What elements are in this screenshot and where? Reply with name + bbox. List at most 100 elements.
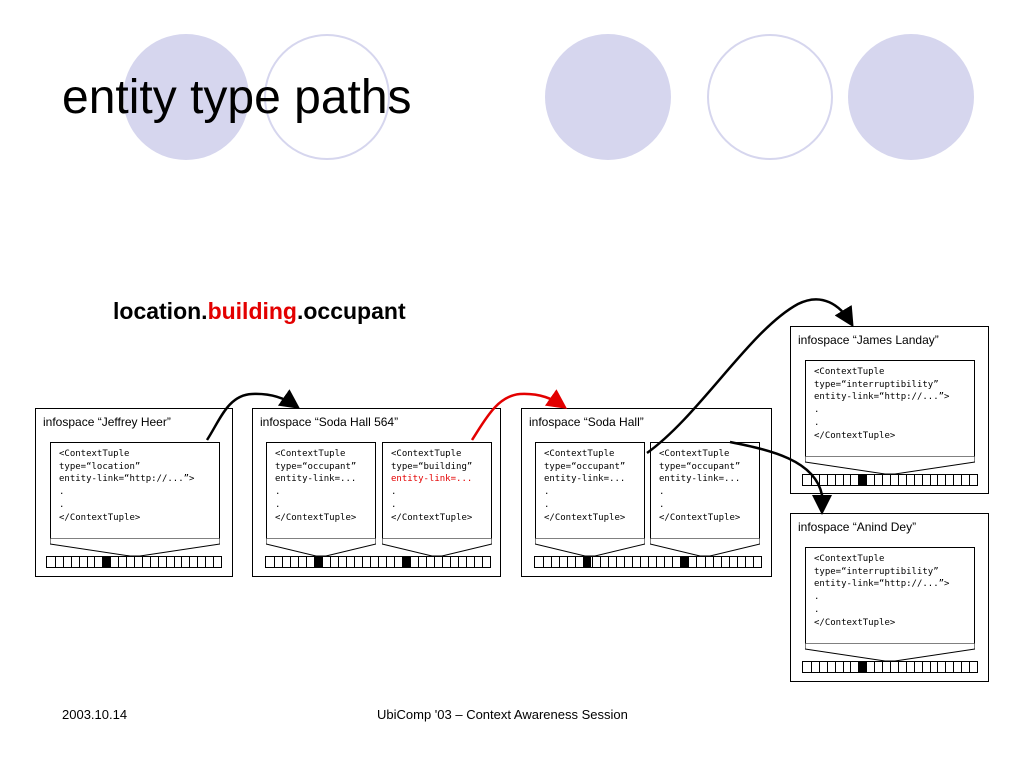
tuple-text: <ContextTuple type=“location” entity-lin… [59,449,195,523]
tuple-strip [534,556,762,568]
strip-cell [134,557,142,567]
strip-cell [969,662,977,672]
strip-cell [599,557,608,567]
strip-cell [442,557,450,567]
strip-cell [961,475,969,485]
decor-circle-4 [707,34,833,160]
infospace-jeffrey-heer: infospace “Jeffrey Heer” <ContextTuple t… [35,408,233,577]
strip-cell [929,475,938,485]
strip-cell [418,557,426,567]
strip-cell [149,557,158,567]
strip-cell [921,475,930,485]
strip-cell [704,557,713,567]
strip-cell [826,662,835,672]
strip-cell [882,662,890,672]
strip-cell [639,557,648,567]
slide-title: entity type paths [62,71,412,124]
strip-cell [205,557,213,567]
tuple-strip [265,556,491,568]
strip-cell [402,557,410,567]
strip-cell [173,557,182,567]
strip-cell [362,557,370,567]
path-prefix: location. [113,298,208,324]
tuple-text: <ContextTuple type=“occupant” entity-lin… [659,449,741,523]
infospace-anind-dey: infospace “Anind Dey” <ContextTuple type… [790,513,989,682]
strip-cell [54,557,63,567]
strip-cell [953,662,961,672]
strip-cell [189,557,197,567]
strip-cell [583,557,592,567]
strip-cell [274,557,282,567]
strip-cell [330,557,338,567]
context-tuple: <ContextTuple type=“occupant” entity-lin… [650,442,760,539]
strip-cell [897,662,906,672]
strip-cell [882,475,890,485]
strip-cell [696,557,704,567]
infospace-label: infospace “Jeffrey Heer” [43,415,171,429]
tuple-text: <ContextTuple type=“interruptibility” en… [814,554,950,628]
strip-cell [728,557,737,567]
strip-cell [826,475,835,485]
infospace-james-landay: infospace “James Landay” <ContextTuple t… [790,326,989,494]
context-tuple: <ContextTuple type=“building” entity-lin… [382,442,492,539]
strip-cell [126,557,134,567]
strip-cell [866,475,874,485]
strip-cell [969,475,977,485]
strip-cell [913,475,922,485]
strip-cell [623,557,632,567]
strip-cell [866,662,874,672]
context-tuple: <ContextTuple type=“interruptibility” en… [805,360,975,457]
strip-cell [810,662,819,672]
strip-cell [688,557,696,567]
strip-cell [874,475,882,485]
tuple-strip [802,661,978,673]
strip-cell [70,557,79,567]
strip-cell [322,557,330,567]
infospace-soda-hall: infospace “Soda Hall” <ContextTuple type… [521,408,772,577]
strip-cell [890,662,898,672]
context-tuple: <ContextTuple type=“occupant” entity-lin… [266,442,376,539]
strip-cell [664,557,672,567]
strip-cell [197,557,205,567]
path-suffix: .occupant [296,298,406,324]
strip-cell [551,557,559,567]
path-expression: location.building.occupant [113,298,406,325]
link-arrow-sodahall-to-dey [729,440,832,515]
tuple-text: <ContextTuple type=“building” entity-lin… [391,449,473,523]
strip-cell [961,662,969,672]
strip-cell [752,557,761,567]
infospace-label: infospace “James Landay” [798,333,939,347]
strip-cell [394,557,402,567]
strip-cell [818,475,827,485]
path-highlight: building [207,298,297,324]
strip-cell [346,557,354,567]
strip-cell [953,475,961,485]
link-arrow-soda564-to-sodahall [470,389,568,441]
strip-cell [858,475,867,485]
strip-cell [102,557,111,567]
strip-cell [648,557,656,567]
strip-cell [118,557,126,567]
strip-cell [680,557,689,567]
strip-cell [86,557,95,567]
strip-cell [874,662,882,672]
strip-cell [929,662,938,672]
strip-cell [567,557,575,567]
strip-cell [181,557,189,567]
strip-cell [850,662,858,672]
strip-cell [306,557,314,567]
strip-cell [482,557,490,567]
strip-cell [921,662,930,672]
strip-cell [890,475,898,485]
infospace-label: infospace “Soda Hall 564” [260,415,399,429]
strip-cell [913,662,922,672]
decor-circle-1 [123,34,249,160]
strip-cell [426,557,434,567]
link-arrow-sodahall-to-landay [646,298,854,455]
context-tuple: <ContextTuple type=“location” entity-lin… [50,442,220,539]
strip-cell [434,557,442,567]
context-tuple: <ContextTuple type=“occupant” entity-lin… [535,442,645,539]
strip-cell [937,662,945,672]
context-tuple: <ContextTuple type=“interruptibility” en… [805,547,975,644]
strip-cell [712,557,721,567]
